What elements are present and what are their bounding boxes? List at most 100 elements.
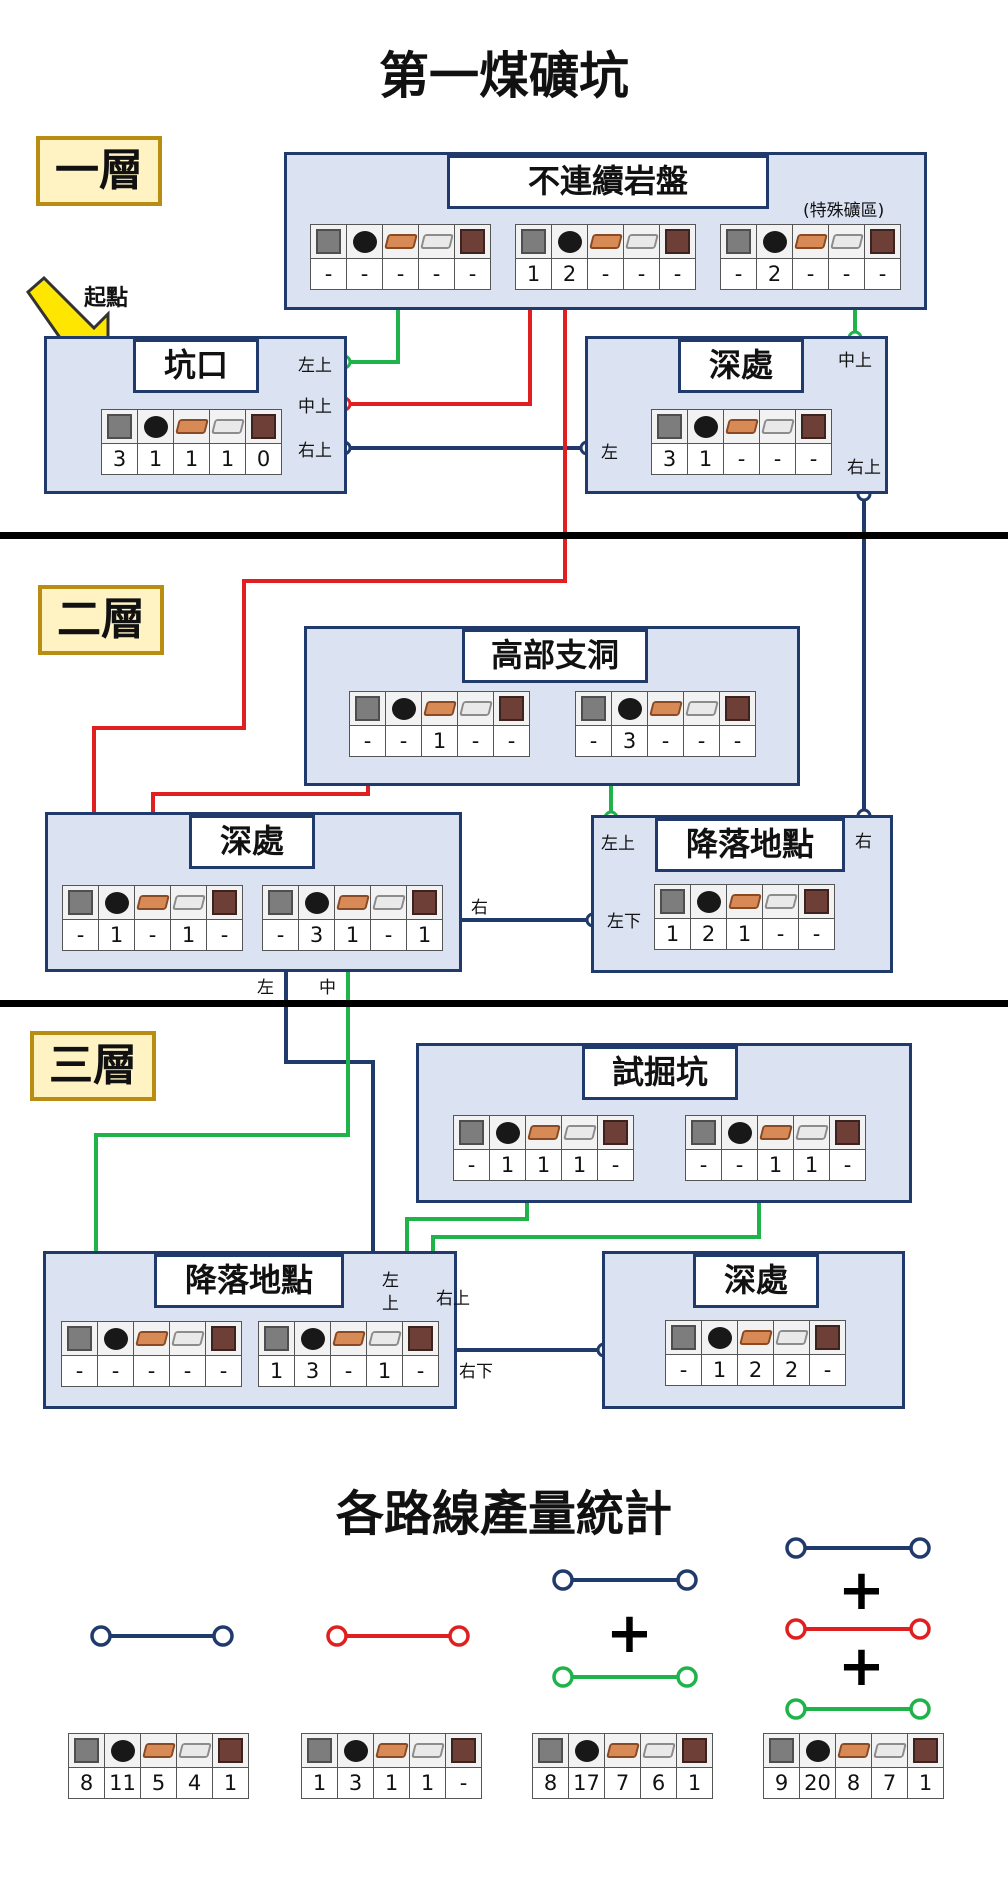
room-title: 坑口 <box>133 339 259 393</box>
ore-count-cell: 2 <box>756 258 793 290</box>
port-label: 中上 <box>838 351 872 371</box>
stone-ore-icon <box>538 1738 563 1763</box>
copper-ore-icon <box>335 895 370 910</box>
iron-ore-icon <box>371 895 406 910</box>
ore-count-cell: 1 <box>212 1767 249 1799</box>
ore-count-cell: 1 <box>561 1149 598 1181</box>
ore-count-cell: 1 <box>373 1767 410 1799</box>
ore-count-cell: 1 <box>406 919 443 951</box>
room-title: 降落地點 <box>154 1254 344 1308</box>
port-label: 左上 <box>601 834 635 854</box>
coal-ore-icon <box>104 891 129 914</box>
ore-count-cell: - <box>262 919 299 951</box>
stone-ore-icon <box>316 229 341 254</box>
red-route-line <box>344 288 532 406</box>
iron-ore-icon <box>210 419 245 434</box>
green-route-line <box>344 288 400 364</box>
redstone-ore-icon <box>815 1325 840 1350</box>
coal-ore-icon <box>304 891 329 914</box>
ore-count-cell: 3 <box>611 725 648 757</box>
copper-ore-icon <box>135 895 170 910</box>
ore-count-cell: 6 <box>640 1767 677 1799</box>
ore-count-cell: 1 <box>793 1149 830 1181</box>
stone-ore-icon <box>74 1738 99 1763</box>
ore-count-cell: 7 <box>604 1767 641 1799</box>
ore-count-cell: 1 <box>489 1149 526 1181</box>
ore-count-cell: 1 <box>907 1767 944 1799</box>
redstone-ore-icon <box>603 1120 628 1145</box>
legend-red-route-endpoint <box>448 1625 470 1647</box>
ore-count-cell: 8 <box>532 1767 569 1799</box>
legend-green-route-endpoint <box>785 1698 807 1720</box>
ore-count-cell: - <box>723 443 760 475</box>
ore-count-cell: - <box>97 1355 134 1387</box>
room-title: 深處 <box>189 815 315 869</box>
iron-ore-icon <box>624 234 659 249</box>
iron-ore-icon <box>794 1125 829 1140</box>
ore-count-cell: 9 <box>763 1767 800 1799</box>
plus-icon: + <box>838 1558 885 1623</box>
ore-count-cell: - <box>445 1767 482 1799</box>
coal-ore-icon <box>300 1327 325 1350</box>
ore-count-cell: - <box>685 1149 722 1181</box>
redstone-ore-icon <box>725 696 750 721</box>
redstone-ore-icon <box>251 414 276 439</box>
page-title: 第一煤礦坑 <box>379 47 629 105</box>
stone-ore-icon <box>67 1326 92 1351</box>
ore-count-cell: - <box>169 1355 206 1387</box>
ore-count-cell: 20 <box>799 1767 836 1799</box>
ore-table: ----- <box>310 224 491 290</box>
stone-ore-icon <box>660 889 685 914</box>
ore-count-cell: - <box>792 258 829 290</box>
coal-ore-icon <box>343 1739 368 1762</box>
ore-table: --1-- <box>349 691 530 757</box>
ore-count-cell: 7 <box>871 1767 908 1799</box>
stone-ore-icon <box>581 696 606 721</box>
stone-ore-icon <box>726 229 751 254</box>
copper-ore-icon <box>141 1743 176 1758</box>
iron-ore-icon <box>872 1743 907 1758</box>
coal-ore-icon <box>693 415 718 438</box>
green-route-line <box>94 950 350 1320</box>
ore-count-cell: - <box>659 258 696 290</box>
room-title: 試掘坑 <box>582 1046 738 1100</box>
ore-count-cell: 4 <box>176 1767 213 1799</box>
port-label: 左 <box>257 978 274 998</box>
ore-count-cell: 1 <box>421 725 458 757</box>
port-label: 中 <box>319 978 336 998</box>
ore-count-cell: 1 <box>701 1354 738 1386</box>
port-label: 右上 <box>298 441 332 461</box>
iron-ore-icon <box>684 701 719 716</box>
coal-ore-icon <box>696 890 721 913</box>
redstone-ore-icon <box>211 1326 236 1351</box>
ore-count-cell: 2 <box>737 1354 774 1386</box>
stone-ore-icon <box>107 414 132 439</box>
ore-count-cell: 3 <box>651 443 688 475</box>
iron-ore-icon <box>367 1331 402 1346</box>
stone-ore-icon <box>68 890 93 915</box>
legend-green-route-endpoint <box>676 1666 698 1688</box>
ore-table: ----- <box>61 1321 242 1387</box>
ore-count-cell: 1 <box>301 1767 338 1799</box>
layer-2-label: 二層 <box>38 585 164 655</box>
ore-count-cell: 1 <box>525 1149 562 1181</box>
ore-count-cell: 1 <box>258 1355 295 1387</box>
ore-count-cell: 1 <box>726 918 763 950</box>
ore-count-cell: - <box>370 919 407 951</box>
ore-count-cell: - <box>828 258 865 290</box>
layer-separator <box>0 1000 1008 1007</box>
ore-count-cell: - <box>762 918 799 950</box>
redstone-ore-icon <box>460 229 485 254</box>
port-label: 左 <box>382 1271 399 1291</box>
